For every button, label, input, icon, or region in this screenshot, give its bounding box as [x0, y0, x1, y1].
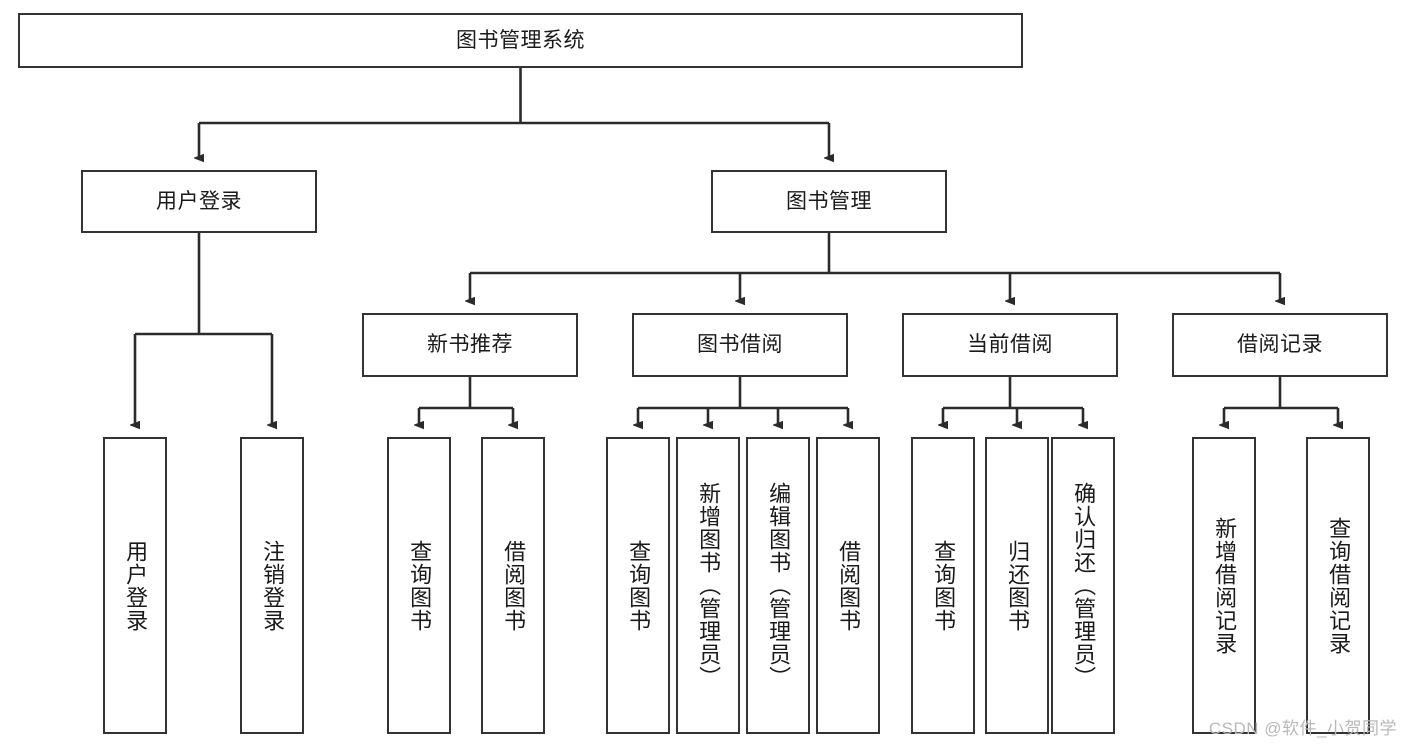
- node-root-system[interactable]: 图书管理系统: [18, 13, 1023, 68]
- node-label: 查询图书: [931, 539, 957, 632]
- node-leaf-query-borrow-record[interactable]: 查询借阅记录: [1306, 437, 1370, 734]
- node-label: 注销登录: [260, 539, 286, 632]
- node-current-borrow[interactable]: 当前借阅: [902, 313, 1118, 377]
- node-leaf-user-login[interactable]: 用户登录: [103, 437, 167, 734]
- node-label: 图书借阅: [697, 333, 783, 357]
- node-leaf-query-book-2[interactable]: 查询图书: [606, 437, 670, 734]
- node-borrow-record[interactable]: 借阅记录: [1172, 313, 1388, 377]
- node-book-manage[interactable]: 图书管理: [711, 170, 947, 233]
- node-new-book-recommend[interactable]: 新书推荐: [362, 313, 578, 377]
- node-label: 借阅图书: [501, 539, 527, 632]
- node-label: 借阅图书: [836, 539, 862, 632]
- node-label: 图书管理系统: [456, 28, 585, 52]
- node-label: 查询图书: [407, 539, 433, 632]
- node-leaf-query-book-3[interactable]: 查询图书: [911, 437, 975, 734]
- node-user-login[interactable]: 用户登录: [81, 170, 317, 233]
- node-leaf-confirm-return[interactable]: 确认归还（管理员）: [1051, 437, 1115, 734]
- watermark-text: CSDN @软件_小贺同学: [1208, 719, 1397, 738]
- node-label: 编辑图书（管理员）: [766, 482, 792, 689]
- node-label: 新书推荐: [427, 333, 513, 357]
- node-label: 图书管理: [786, 189, 872, 213]
- node-leaf-borrow-book-2[interactable]: 借阅图书: [816, 437, 880, 734]
- node-label: 当前借阅: [967, 333, 1053, 357]
- node-leaf-add-book[interactable]: 新增图书（管理员）: [676, 437, 740, 734]
- node-label: 查询借阅记录: [1326, 516, 1352, 655]
- node-label: 借阅记录: [1237, 333, 1323, 357]
- node-leaf-edit-book[interactable]: 编辑图书（管理员）: [746, 437, 810, 734]
- node-label: 查询图书: [626, 539, 652, 632]
- node-leaf-logout-login[interactable]: 注销登录: [240, 437, 304, 734]
- node-book-borrow[interactable]: 图书借阅: [632, 313, 848, 377]
- node-leaf-query-book-1[interactable]: 查询图书: [387, 437, 451, 734]
- node-leaf-add-borrow-record[interactable]: 新增借阅记录: [1192, 437, 1256, 734]
- node-label: 新增借阅记录: [1212, 516, 1238, 655]
- node-label: 新增图书（管理员）: [696, 482, 722, 689]
- node-label: 确认归还（管理员）: [1071, 482, 1097, 689]
- node-label: 用户登录: [123, 539, 149, 632]
- node-label: 用户登录: [156, 189, 242, 213]
- node-leaf-return-book[interactable]: 归还图书: [985, 437, 1049, 734]
- node-leaf-borrow-book-1[interactable]: 借阅图书: [481, 437, 545, 734]
- node-label: 归还图书: [1005, 539, 1031, 632]
